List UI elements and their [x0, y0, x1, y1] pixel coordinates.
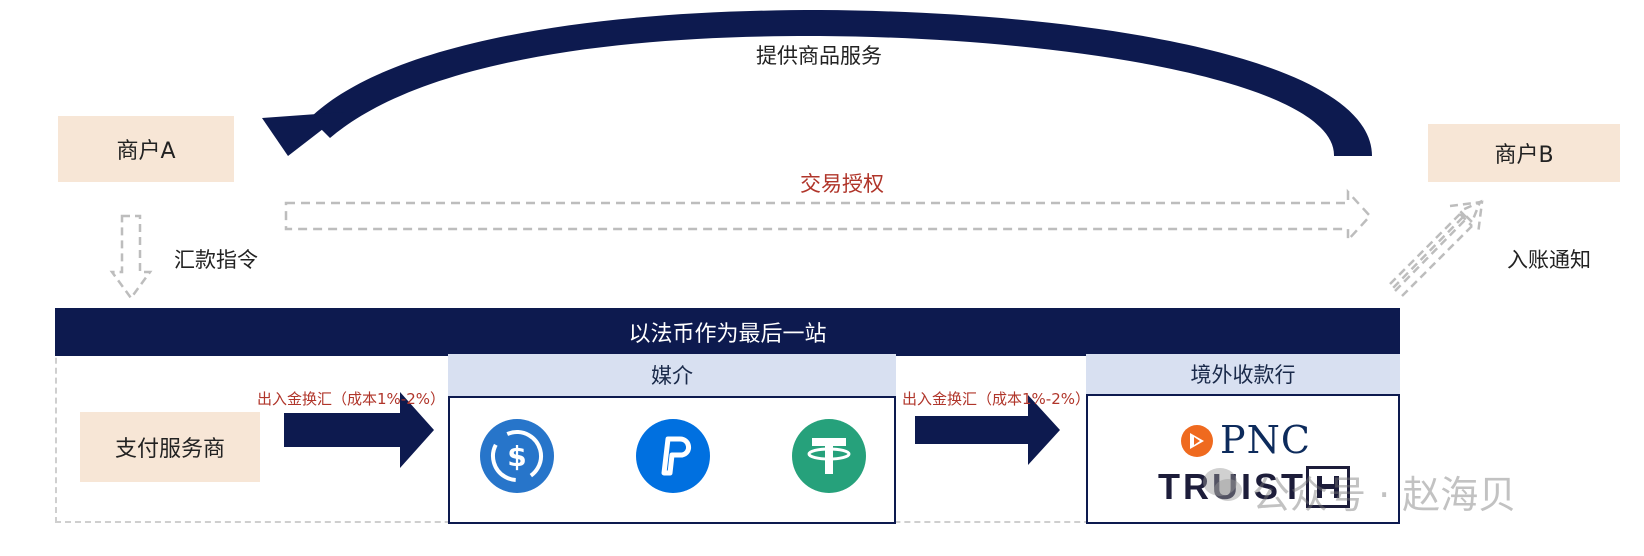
truist-bank-name: TRUIST [1158, 466, 1306, 508]
authorization-label: 交易授权 [800, 172, 884, 196]
svg-text:$: $ [507, 440, 526, 473]
truist-logo-icon [1306, 466, 1350, 508]
pnc-logo-icon [1180, 424, 1214, 458]
merchant-a-box: 商户A [58, 116, 234, 182]
medium-header: 媒介 [448, 354, 896, 396]
offshore-bank-header: 境外收款行 [1086, 354, 1400, 394]
remittance-instruction-label: 汇款指令 [174, 248, 258, 272]
fiat-final-stop-header: 以法币作为最后一站 [55, 308, 1400, 356]
pyusd-icon [636, 419, 710, 493]
watermark-text: 公众号 · 赵海贝 [1252, 473, 1517, 517]
pnc-bank-name: PNC [1220, 418, 1311, 462]
fx-cost-label-left: 出入金换汇（成本1%-2%） [257, 390, 446, 408]
service-label: 提供商品服务 [756, 44, 882, 68]
usdc-icon: $ [480, 419, 554, 493]
wechat-icon [1200, 462, 1246, 508]
payment-provider-box: 支付服务商 [80, 412, 260, 482]
fx-cost-label-right: 出入金换汇（成本1%-2%） [902, 390, 1091, 408]
usdt-icon [792, 419, 866, 493]
merchant-b-box: 商户B [1428, 124, 1620, 182]
credit-notice-label: 入账通知 [1507, 248, 1591, 272]
